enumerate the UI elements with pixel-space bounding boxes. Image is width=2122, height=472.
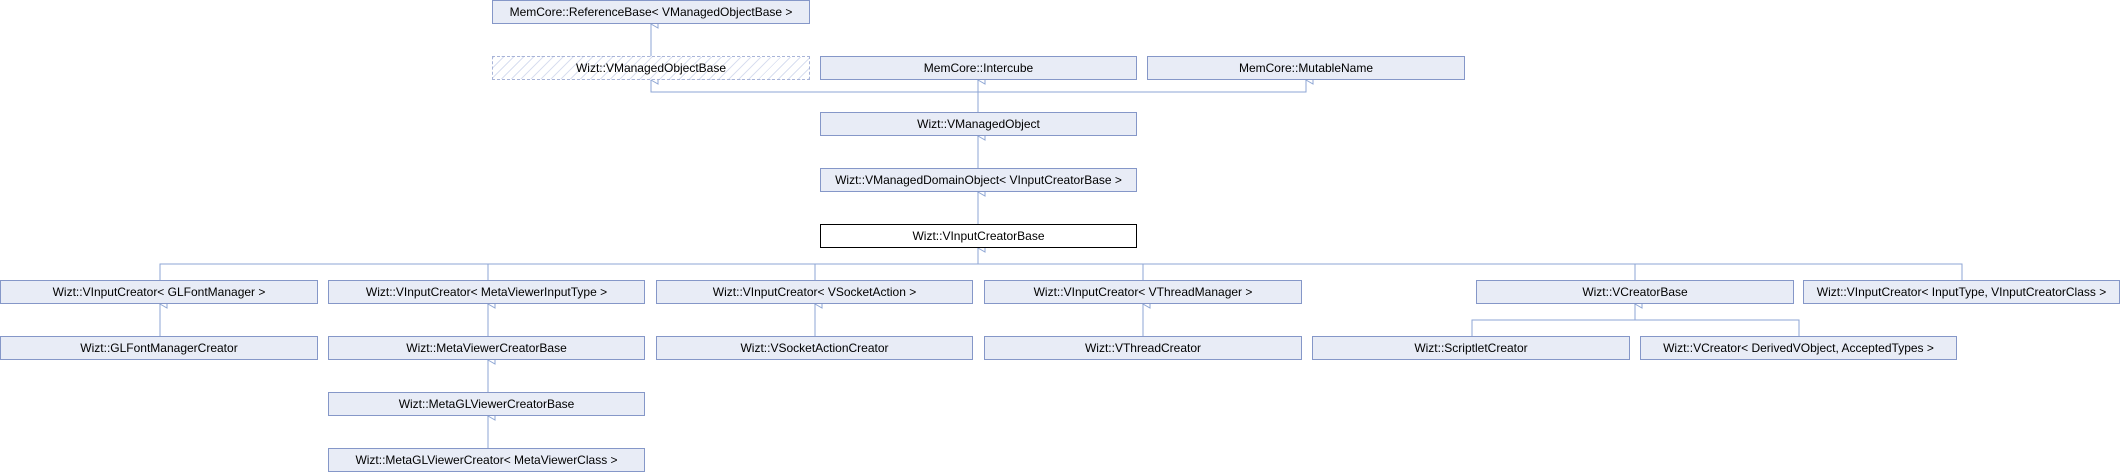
node-referencebase[interactable]: MemCore::ReferenceBase< VManagedObjectBa… <box>492 0 810 24</box>
edge-vmanagedobject-vmanagedobjectbase <box>649 75 979 112</box>
node-metaglviewercreator[interactable]: Wizt::MetaGLViewerCreator< MetaViewerCla… <box>328 448 645 472</box>
edge-vmanagedobject-mutablename <box>978 75 1314 93</box>
node-metaglviewercreatorbase[interactable]: Wizt::MetaGLViewerCreatorBase <box>328 392 645 416</box>
node-intercube[interactable]: MemCore::Intercube <box>820 56 1137 80</box>
edge-row5-vinputcreatorbase <box>159 263 1963 280</box>
node-vthreadcreator[interactable]: Wizt::VThreadCreator <box>984 336 1302 360</box>
node-vic-inputtype[interactable]: Wizt::VInputCreator< InputType, VInputCr… <box>1803 280 2120 304</box>
node-vinputcreatorbase: Wizt::VInputCreatorBase <box>820 224 1137 248</box>
node-vmanagedobjectbase[interactable]: Wizt::VManagedObjectBase <box>492 56 810 80</box>
node-vmanageddomainobject[interactable]: Wizt::VManagedDomainObject< VInputCreato… <box>820 168 1137 192</box>
node-mutablename[interactable]: MemCore::MutableName <box>1147 56 1465 80</box>
node-vmanagedobject[interactable]: Wizt::VManagedObject <box>820 112 1137 136</box>
edge-vcreatorbase-children <box>1471 319 1800 336</box>
node-vsocketactioncreator[interactable]: Wizt::VSocketActionCreator <box>656 336 973 360</box>
node-glfontmanagercreator[interactable]: Wizt::GLFontManagerCreator <box>0 336 318 360</box>
node-vcreatorbase[interactable]: Wizt::VCreatorBase <box>1476 280 1794 304</box>
node-scriptletcreator[interactable]: Wizt::ScriptletCreator <box>1312 336 1630 360</box>
node-vcreator-derived[interactable]: Wizt::VCreator< DerivedVObject, Accepted… <box>1640 336 1957 360</box>
node-metaviewercreatorbase[interactable]: Wizt::MetaViewerCreatorBase <box>328 336 645 360</box>
node-vic-vthreadmanager[interactable]: Wizt::VInputCreator< VThreadManager > <box>984 280 1302 304</box>
node-vic-vsocketaction[interactable]: Wizt::VInputCreator< VSocketAction > <box>656 280 973 304</box>
node-vic-metaviewerinputtype[interactable]: Wizt::VInputCreator< MetaViewerInputType… <box>328 280 645 304</box>
node-vic-glfontmanager[interactable]: Wizt::VInputCreator< GLFontManager > <box>0 280 318 304</box>
